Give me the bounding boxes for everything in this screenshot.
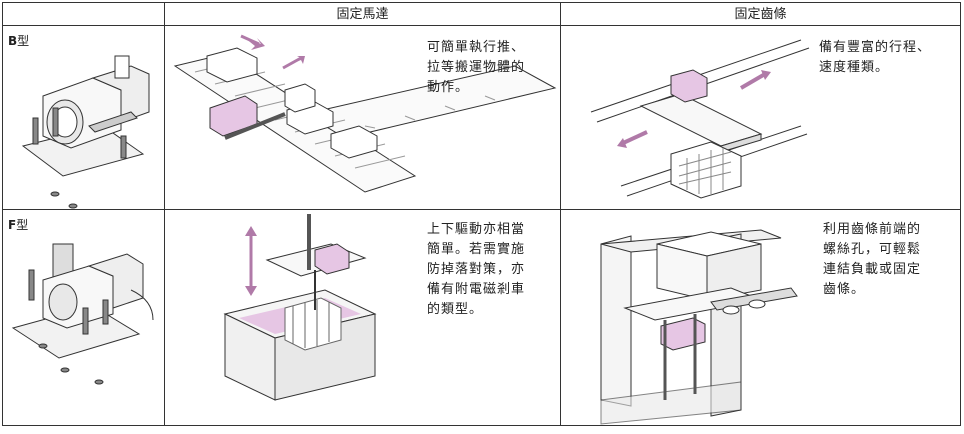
type-b-fixed-rack-desc: 備有豐富的行程、 速度種類。: [819, 40, 932, 75]
type-b-actuator-illustration: [21, 55, 150, 210]
vertical-frame-container-illustration: [600, 229, 798, 425]
header-fixed-motor: 固定馬達: [164, 2, 561, 26]
header-empty-cell: [2, 2, 165, 26]
type-f-fixed-motor-desc: 上下驅動亦相當 簡單。若需實施 防掉落對策，亦 備有附電磁剎車 的類型。: [427, 222, 526, 317]
rack-shuttle-illustration: [590, 39, 810, 199]
type-b-fixed-motor-cell: 可簡單執行推、 拉等搬運物體的 動作。: [164, 25, 561, 210]
row-type-b: B型: [2, 25, 961, 210]
conveyor-push-illustration: [173, 34, 557, 193]
type-b-suffix: 型: [17, 34, 30, 48]
header-fixed-rack: 固定齒條: [560, 2, 961, 26]
type-f-suffix: 型: [16, 218, 29, 232]
type-b-fixed-rack-cell: 備有豐富的行程、 速度種類。: [560, 25, 961, 210]
type-f-letter: F: [8, 218, 17, 232]
type-f-fixed-rack-desc: 利用齒條前端的 螺絲孔，可輕鬆 連結負載或固定 齒條。: [823, 222, 922, 297]
type-b-letter: B: [8, 34, 18, 48]
type-f-fixed-motor-cell: 上下驅動亦相當 簡單。若需實施 防掉落對策，亦 備有附電磁剎車 的類型。: [164, 209, 561, 426]
row-type-f: F型: [2, 209, 961, 426]
header-row: 固定馬達 固定齒條: [2, 2, 961, 26]
vertical-lift-tank-illustration: [223, 214, 377, 401]
spec-table: 固定馬達 固定齒條 B型: [2, 2, 961, 426]
type-f-actuator-illustration: [11, 243, 154, 385]
type-b-fixed-motor-desc: 可簡單執行推、 拉等搬運物體的 動作。: [427, 40, 526, 95]
type-b-cell: B型: [2, 25, 165, 210]
type-f-fixed-rack-cell: 利用齒條前端的 螺絲孔，可輕鬆 連結負載或固定 齒條。: [560, 209, 961, 426]
type-f-cell: F型: [2, 209, 165, 426]
